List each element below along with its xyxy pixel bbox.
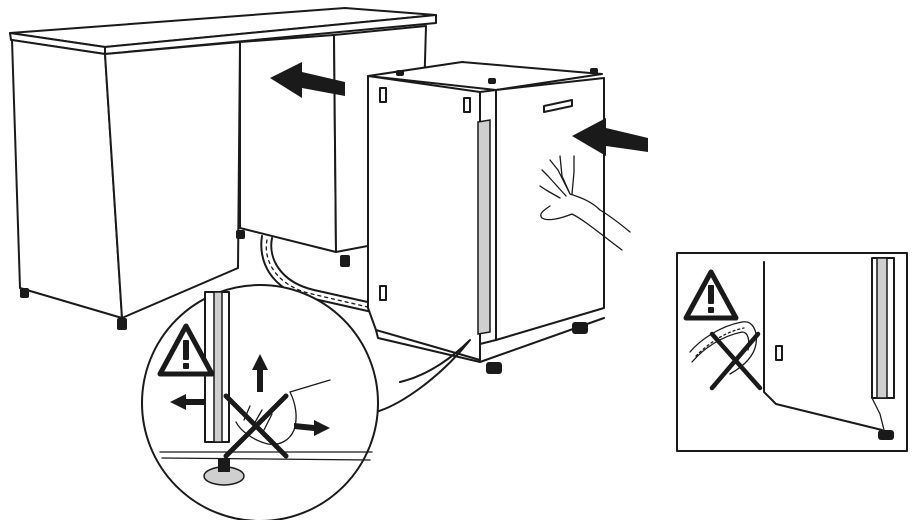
cabinet-front [11,39,123,319]
hose-pinch-detail [676,252,908,452]
detail-circle [141,284,379,520]
dishwasher-foot [572,322,588,334]
countertop-side-edge [104,14,437,55]
mounting-bracket [379,285,387,301]
cabinet-foot [236,230,245,239]
arrow-left-icon [170,394,206,410]
dishwasher-door [479,77,605,345]
side-seal-strip [876,257,888,399]
dishwasher-foot [486,362,502,374]
cabinet-foot [340,255,350,267]
foot-adjustment-detail [141,284,471,520]
mounting-bracket [463,97,471,113]
push-arrow-icon [572,118,648,156]
push-arrow-icon [270,62,345,98]
prohibited-cross-icon [709,331,763,391]
dishwasher-foot [878,430,894,440]
prohibited-cross-icon [223,393,289,459]
side-seal-strip [213,291,223,443]
dishwasher [367,61,648,374]
hand-pushing [539,155,631,251]
door-handle [543,99,573,113]
side-seal-strip [477,119,491,335]
mounting-bracket [379,87,387,103]
arrow-up-icon [252,354,268,392]
dishwasher-side [367,75,481,361]
cabinet-side [104,41,241,319]
dishwasher-top [367,61,603,91]
callout-pointer [375,339,471,413]
arrow-right-icon [294,420,330,436]
cabinet-foot [20,288,29,298]
cabinet-niche-back [239,34,337,253]
cabinet-foot [117,318,127,330]
kitchen-cabinet [9,7,437,330]
